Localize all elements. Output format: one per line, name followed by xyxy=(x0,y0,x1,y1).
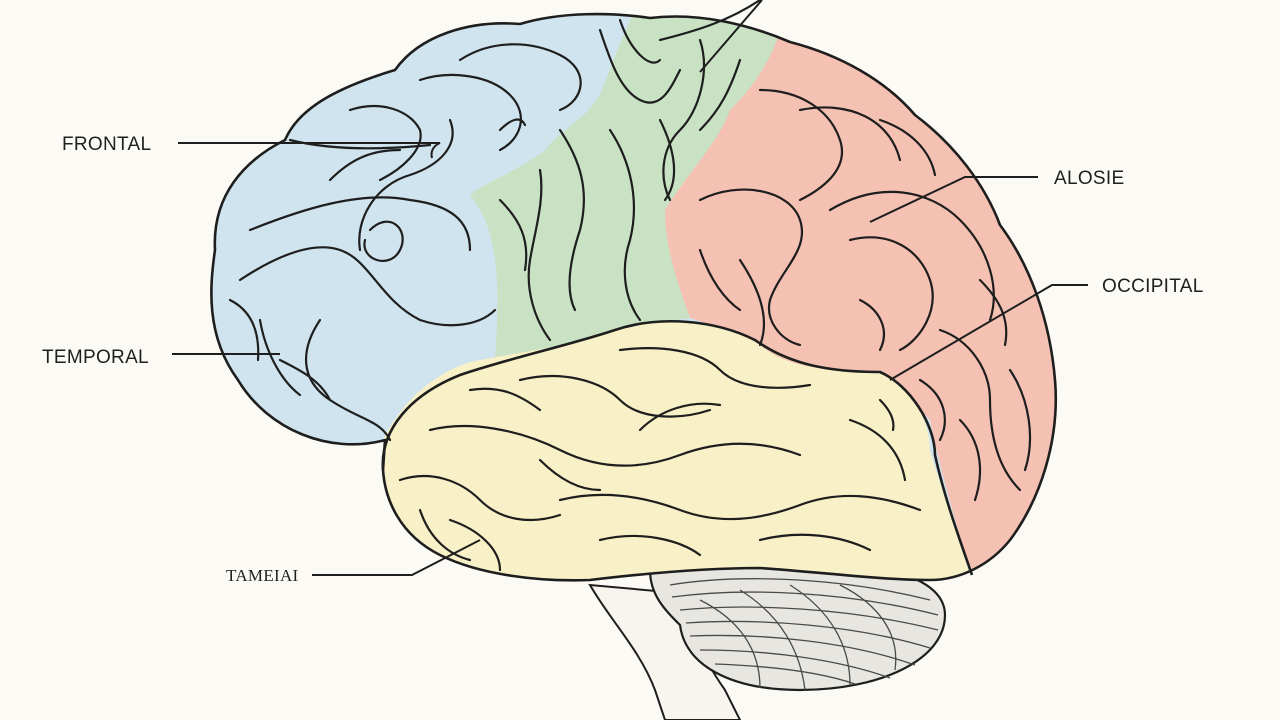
label-bottom: TAMEIAI xyxy=(226,566,299,585)
label-occipital: OCCIPITAL xyxy=(1102,276,1204,297)
leader-frontal xyxy=(178,142,441,159)
leader-top xyxy=(699,0,763,73)
brain-outline xyxy=(210,12,1057,582)
lower-lobe-outline xyxy=(381,319,974,576)
label-temporal: TEMPORAL xyxy=(42,347,149,368)
leader-occipital xyxy=(889,284,1088,381)
lower-lobe-fill xyxy=(370,321,975,581)
leader-right-top xyxy=(869,176,1038,223)
label-frontal: FRONTAL xyxy=(62,134,152,155)
leader-bottom xyxy=(312,539,481,576)
cerebellum xyxy=(648,556,947,692)
label-right-top: ALOSIE xyxy=(1054,168,1125,189)
